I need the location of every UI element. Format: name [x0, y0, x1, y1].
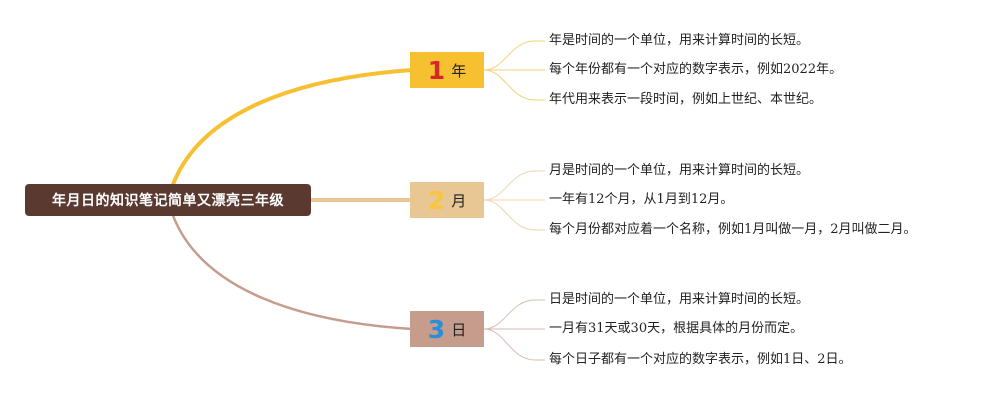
leaf-month-3[interactable]: 每个月份都对应着一个名称，例如1月叫做一月，2月叫做二月。	[549, 222, 917, 237]
branch-year[interactable]: 1 年	[410, 52, 484, 88]
root-topic-label: 年月日的知识笔记简单又漂亮三年级	[52, 193, 284, 209]
branch-day[interactable]: 3 日	[410, 311, 484, 347]
connector-year	[170, 68, 413, 188]
number-2-icon: 2	[427, 185, 446, 215]
root-topic[interactable]: 年月日的知识笔记简单又漂亮三年级	[25, 184, 311, 216]
branch-year-label: 年	[451, 61, 467, 80]
leaf-year-3[interactable]: 年代用来表示一段时间，例如上世纪、本世纪。	[549, 92, 823, 107]
leaf-month-1[interactable]: 月是时间的一个单位，用来计算时间的长短。	[549, 163, 810, 178]
connector-day	[170, 212, 413, 331]
branch-day-label: 日	[451, 320, 467, 339]
leaf-day-3[interactable]: 每个日子都有一个对应的数字表示，例如1日、2日。	[549, 352, 852, 367]
number-3-icon: 3	[427, 314, 446, 344]
leaf-month-2[interactable]: 一年有12个月，从1月到12月。	[549, 192, 734, 207]
branch-month[interactable]: 2 月	[410, 182, 484, 218]
number-1-icon: 1	[427, 55, 446, 85]
leaf-day-2[interactable]: 一月有31天或30天，根据具体的月份而定。	[549, 321, 804, 336]
leaf-year-1[interactable]: 年是时间的一个单位，用来计算时间的长短。	[549, 33, 810, 48]
branch-month-label: 月	[451, 191, 467, 210]
leaf-day-1[interactable]: 日是时间的一个单位，用来计算时间的长短。	[549, 292, 810, 307]
leaf-year-2[interactable]: 每个年份都有一个对应的数字表示，例如2022年。	[549, 62, 843, 77]
